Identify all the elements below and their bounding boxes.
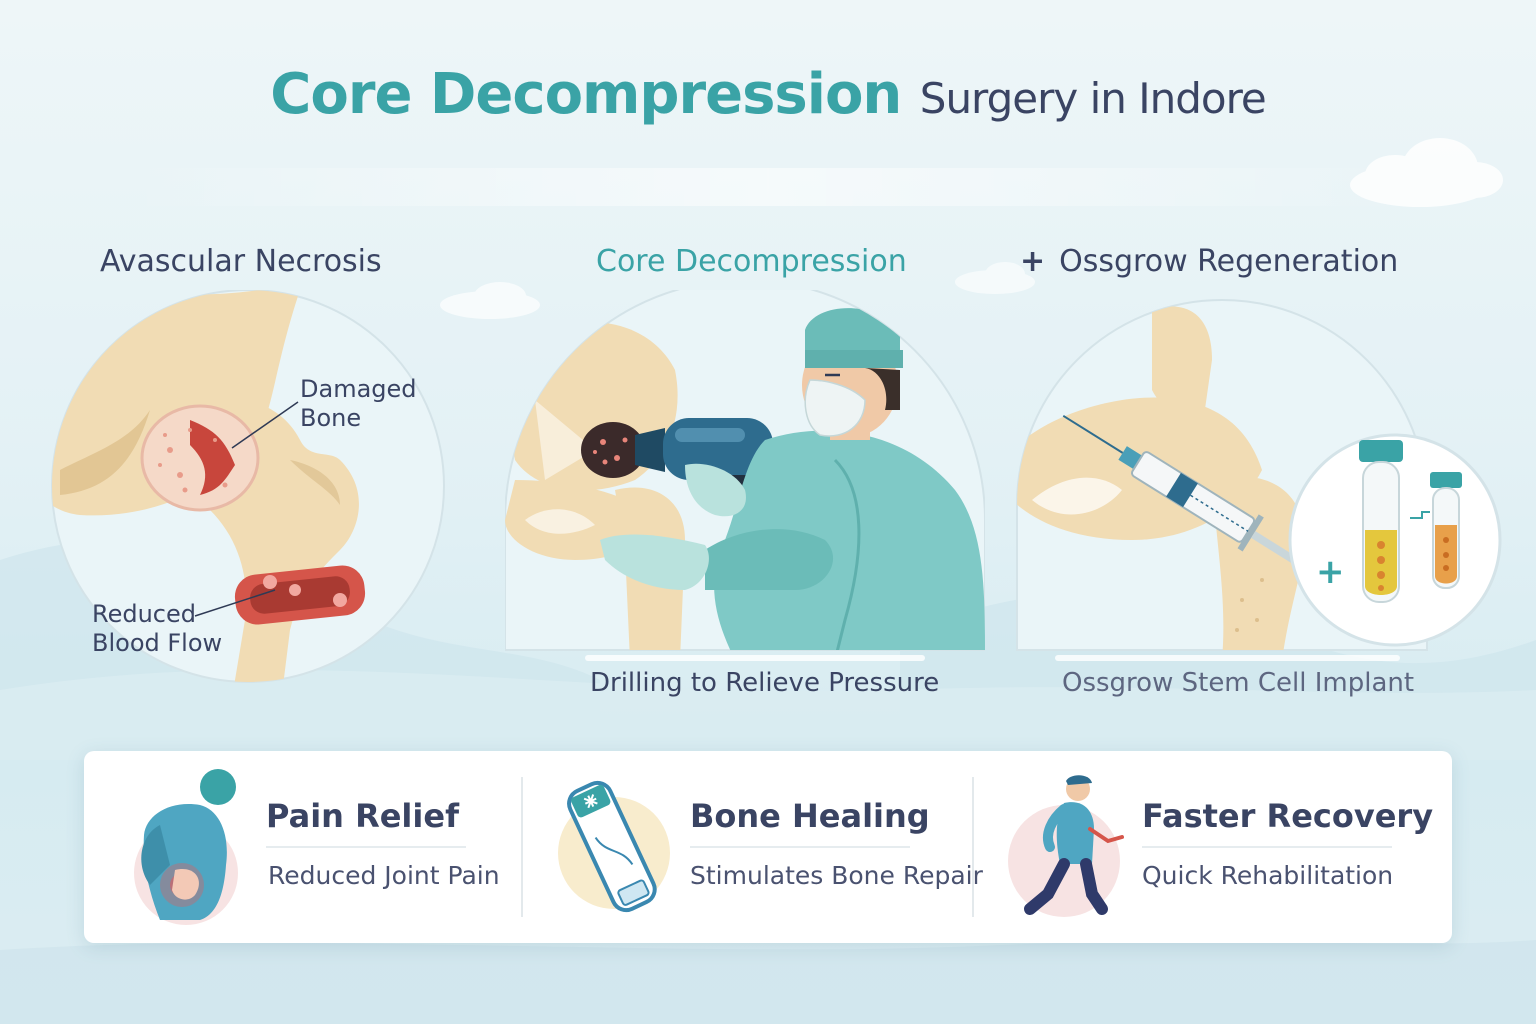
- caption-underline: [1055, 655, 1400, 661]
- label-damaged-bone: Damaged Bone: [300, 375, 417, 433]
- card-divider: [521, 777, 523, 917]
- benefits-card: Pain Relief Reduced Joint Pain Bone Heal…: [84, 751, 1452, 943]
- label-damaged-bone-line1: Damaged: [300, 375, 417, 403]
- test-tube-icon: [1430, 472, 1462, 589]
- benefit-faster-recovery: Faster Recovery Quick Rehabilitation: [974, 751, 1452, 943]
- benefit-subtitle: Quick Rehabilitation: [1142, 861, 1394, 890]
- panel-heading-ossgrow: + Ossgrow Regeneration: [1020, 244, 1398, 279]
- benefit-title: Bone Healing: [690, 797, 930, 835]
- label-reduced-blood-flow: Reduced Blood Flow: [92, 600, 222, 658]
- caption-ossgrow-implant: Ossgrow Stem Cell Implant: [1062, 668, 1415, 698]
- benefit-subtitle: Stimulates Bone Repair: [690, 861, 983, 890]
- benefit-separator: [266, 846, 466, 848]
- ossgrow-regeneration-illustration: [1016, 299, 1502, 651]
- benefit-separator: [690, 846, 910, 848]
- panel-heading-ossgrow-text: Ossgrow Regeneration: [1059, 244, 1399, 279]
- title-accent: Core Decompression: [270, 62, 902, 127]
- cloud-decoration: [955, 262, 1035, 294]
- benefit-title: Pain Relief: [266, 797, 459, 835]
- page-title: Core Decompression Surgery in Indore: [0, 62, 1536, 127]
- label-reduced-blood-flow-line1: Reduced: [92, 600, 197, 628]
- label-damaged-bone-line2: Bone: [300, 404, 362, 432]
- card-divider: [972, 777, 974, 917]
- label-reduced-blood-flow-line2: Blood Flow: [92, 629, 223, 657]
- title-underlay: [120, 168, 1416, 206]
- panel-heading-avascular-necrosis: Avascular Necrosis: [100, 244, 382, 279]
- bone-icon: [558, 780, 670, 913]
- caption-underline: [585, 655, 925, 661]
- plus-icon: +: [1020, 244, 1046, 279]
- benefit-separator: [1142, 846, 1392, 848]
- hill-decoration: [0, 940, 1536, 1024]
- benefit-bone-healing: Bone Healing Stimulates Bone Repair: [524, 751, 983, 943]
- benefit-subtitle: Reduced Joint Pain: [268, 861, 500, 890]
- plus-icon: +: [1316, 552, 1345, 592]
- panel-heading-core-decompression: Core Decompression: [596, 244, 907, 279]
- hill-decoration: [0, 669, 1536, 760]
- caption-drilling: Drilling to Relieve Pressure: [590, 668, 940, 698]
- core-decompression-illustration: [505, 290, 985, 651]
- title-rest: Surgery in Indore: [919, 74, 1267, 123]
- cloud-decoration: [440, 282, 540, 319]
- back-pain-icon: [134, 769, 238, 925]
- benefit-pain-relief: Pain Relief Reduced Joint Pain: [84, 751, 524, 943]
- avascular-necrosis-illustration: [51, 290, 445, 683]
- walking-person-icon: [1008, 775, 1124, 917]
- test-tube-icon: [1359, 440, 1403, 603]
- benefit-title: Faster Recovery: [1142, 797, 1434, 835]
